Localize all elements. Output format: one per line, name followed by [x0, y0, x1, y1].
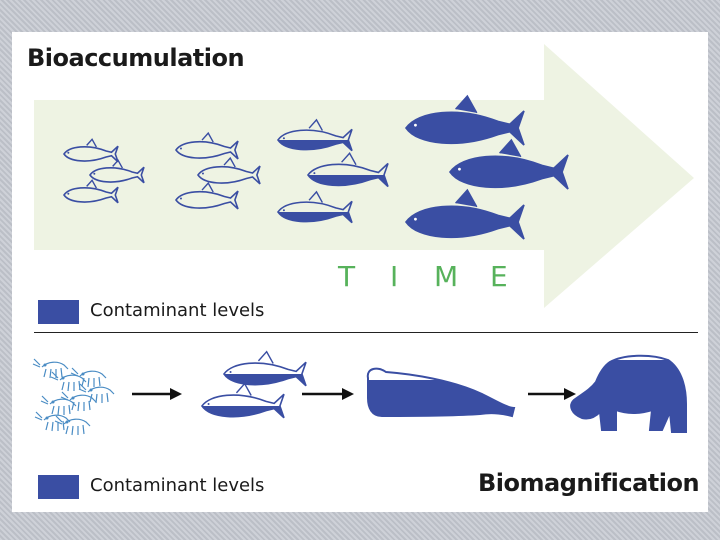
bioaccumulation-fish-layer	[63, 94, 569, 240]
fish-icon	[223, 350, 307, 387]
fish-icon	[63, 138, 119, 163]
time-letter-i: I	[390, 260, 399, 293]
legend-label: Contaminant levels	[90, 475, 265, 496]
fish-icon	[63, 179, 119, 204]
time-letter-m: M	[434, 260, 459, 293]
fish-icon	[175, 181, 239, 210]
bioaccumulation-title: Bioaccumulation	[27, 44, 245, 72]
time-letter-e: E	[490, 260, 508, 293]
legend-swatch	[38, 475, 79, 499]
section-divider	[34, 332, 698, 333]
seal-icon	[366, 367, 516, 418]
krill-icon	[70, 367, 107, 388]
time-letter-t: T	[338, 260, 356, 293]
legend-swatch	[38, 300, 79, 324]
krill-icon	[54, 415, 91, 436]
food-chain-arrow	[132, 388, 182, 400]
food-chain-arrow	[528, 388, 576, 400]
fish-icon	[89, 159, 145, 184]
fish-icon	[307, 152, 389, 188]
krill-icon	[60, 391, 97, 412]
krill-icon	[78, 383, 115, 404]
polar-bear-icon	[570, 354, 687, 433]
fish-icon	[277, 118, 353, 152]
biomagnification-title: Biomagnification	[478, 469, 700, 497]
fish-icon	[201, 382, 285, 419]
fish-icon	[449, 138, 569, 190]
legend-label: Contaminant levels	[90, 300, 265, 321]
diagram-panel: Bioaccumulation T I M E Contaminant leve…	[12, 32, 708, 512]
food-chain-arrow	[302, 388, 354, 400]
krill-icon	[32, 358, 69, 379]
fish-icon	[197, 156, 261, 185]
fish-icon	[277, 190, 353, 224]
fish-icon	[175, 131, 239, 160]
biomagnification-chain-layer	[32, 350, 687, 436]
krill-icon	[50, 371, 87, 392]
krill-icon	[40, 395, 77, 416]
krill-icon	[34, 411, 71, 432]
